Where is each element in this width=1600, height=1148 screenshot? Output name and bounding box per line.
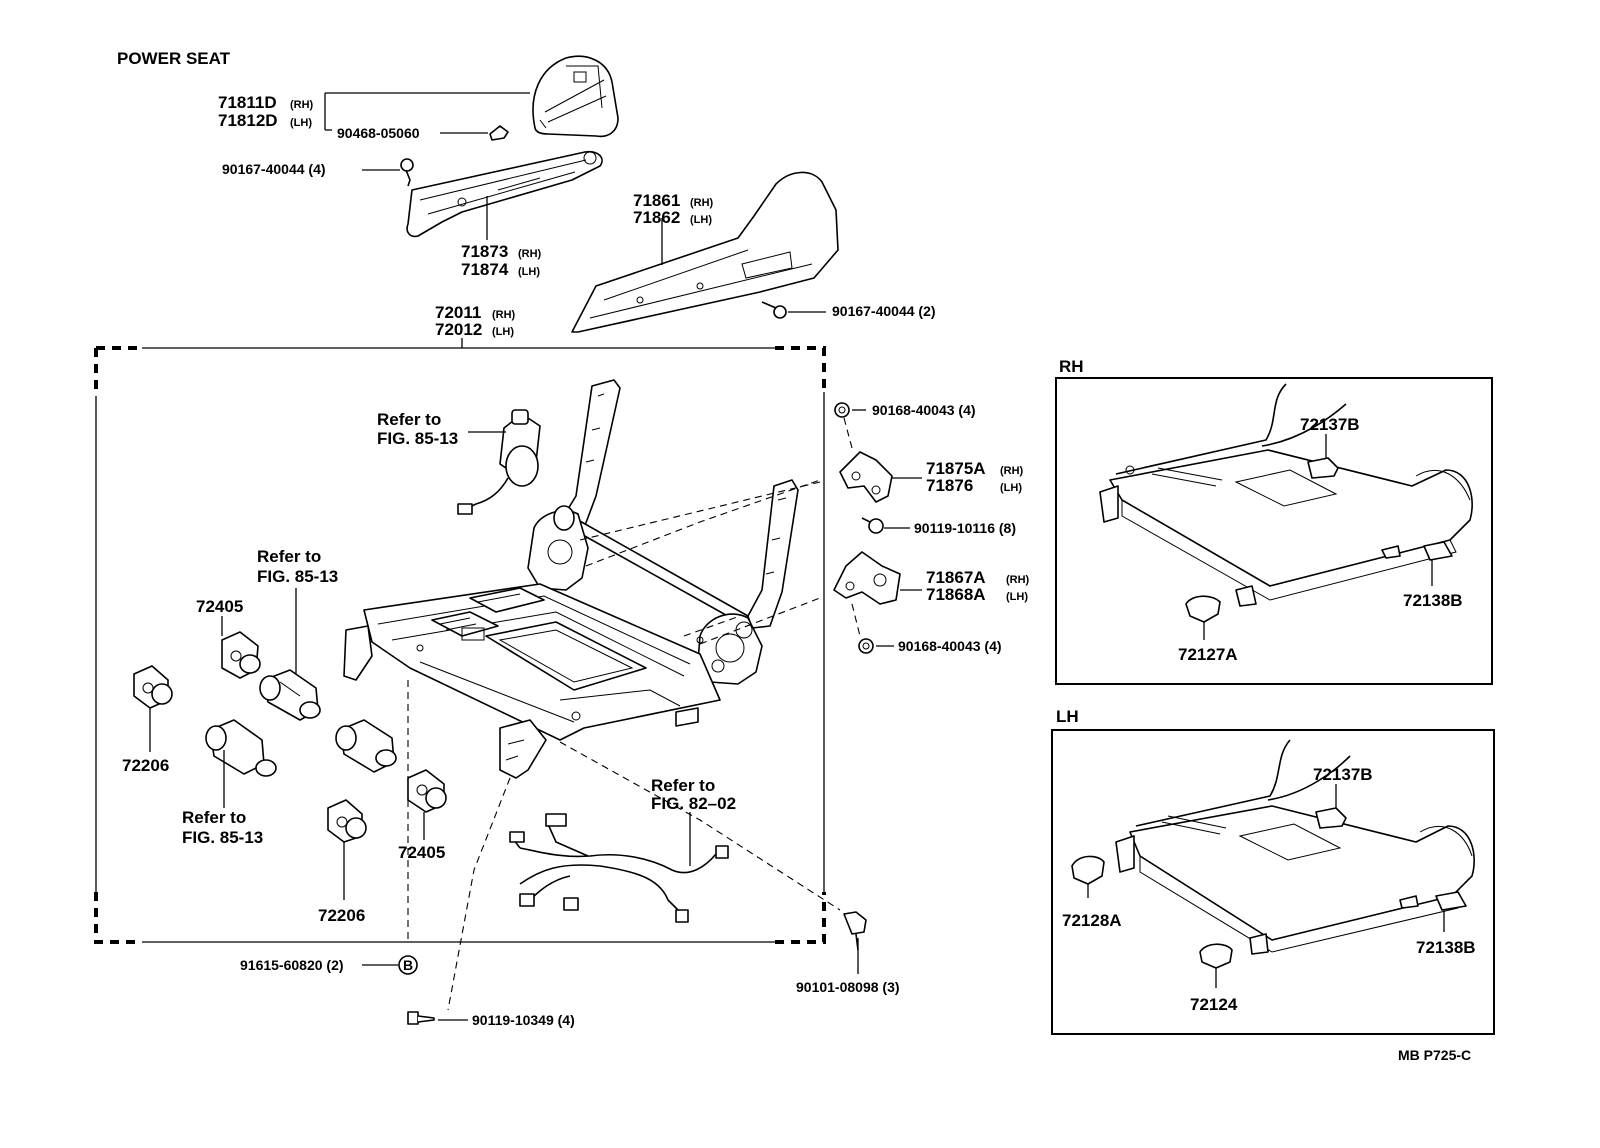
screw-90167-a [400,158,414,187]
refer-text-1a: Refer to [377,410,441,429]
label-90468: 90468-05060 [337,125,420,141]
bolt-90119-b [407,1011,435,1025]
rh-72138b-part [1423,541,1453,561]
rh-label-72137b: 72137B [1300,415,1360,434]
switch-72405-b [407,769,447,813]
lh-72138b-part [1435,891,1467,911]
label-71868a-side: (LH) [1006,591,1028,603]
lh-panel-title: LH [1056,707,1079,726]
label-71873-side: (RH) [518,248,542,260]
lh-72124-part [1199,943,1233,969]
label-71875a: 71875A [926,459,986,478]
lh-label-72128a: 72128A [1062,911,1122,930]
switch-72405-a [221,631,261,679]
motor-part-low [205,719,277,777]
label-71876: 71876 [926,476,973,495]
label-90168a: 90168-40043 (4) [872,402,976,418]
label-71868a: 71868A [926,585,986,604]
lh-label-72137b: 72137B [1313,765,1373,784]
motor-part-top [457,409,541,515]
rh-label-72127a: 72127A [1178,645,1238,664]
refer-text-4b: FIG. 82–02 [651,794,736,813]
bolt-90119-a [861,517,884,534]
refer-text-2b: FIG. 85-13 [257,567,338,586]
outer-shield-part [571,171,839,333]
clip-part [489,125,509,141]
label-71812d: 71812D [218,111,278,130]
diagram-code: MB P725-C [1398,1047,1471,1063]
label-71867a: 71867A [926,568,986,587]
bracket-71875-part [839,451,893,503]
label-71874: 71874 [461,260,509,279]
side-rail-part [406,150,603,238]
circle-b-marker: B [398,955,418,975]
label-90119b: 90119-10349 (4) [472,1012,575,1028]
seat-frame-part [343,379,799,779]
label-72405-b: 72405 [398,843,445,862]
label-71811d-side: (RH) [290,99,314,111]
refer-text-2a: Refer to [257,547,321,566]
label-71862: 71862 [633,208,680,227]
circle-b-letter: B [403,957,413,973]
label-72206-b: 72206 [318,906,365,925]
refer-text-1b: FIG. 85-13 [377,429,458,448]
rh-72137b-part [1307,457,1339,479]
side-cover-part [532,55,619,138]
label-71812d-side: (LH) [290,117,312,129]
label-72012: 72012 [435,320,482,339]
bracket-71867-part [833,551,901,605]
rh-cushion-drawing [1099,383,1473,607]
motor-part-center [335,719,397,773]
switch-72206-a [133,665,173,709]
lh-72128a-part [1071,855,1105,885]
label-72206-a: 72206 [122,756,169,775]
nut-90168-b [858,638,874,654]
label-90119a: 90119-10116 (8) [914,520,1016,536]
wire-harness-part [509,813,729,923]
rh-72127a-part [1185,595,1221,623]
label-72405-a: 72405 [196,597,243,616]
lh-label-72124: 72124 [1190,995,1238,1014]
label-90167b: 90167-40044 (2) [832,303,936,319]
lh-label-72138b: 72138B [1416,938,1476,957]
label-90101: 90101-08098 (3) [796,979,900,995]
frame-assembly-box [94,346,826,944]
refer-text-4a: Refer to [651,776,715,795]
label-71811d: 71811D [218,93,277,112]
label-71873: 71873 [461,242,508,261]
bolt-90101 [843,911,867,951]
refer-text-3a: Refer to [182,808,246,827]
screw-90167-b [761,301,787,319]
label-71867a-side: (RH) [1006,574,1030,586]
label-91615: 91615-60820 (2) [240,957,344,973]
rh-panel [1055,377,1493,685]
label-72011: 72011 [435,303,481,322]
label-71874-side: (LH) [518,266,540,278]
label-71876-side: (LH) [1000,482,1022,494]
lh-72137b-part [1315,807,1347,829]
lh-panel [1051,729,1495,1035]
label-71862-side: (LH) [690,214,712,226]
label-71861-side: (RH) [690,197,714,209]
label-71861: 71861 [633,191,680,210]
label-90167a: 90167-40044 (4) [222,161,326,177]
motor-part-mid [259,669,321,721]
label-90168b: 90168-40043 (4) [898,638,1002,654]
lh-cushion-drawing [1115,739,1475,955]
label-72012-side: (LH) [492,326,514,338]
diagram-title: POWER SEAT [117,49,231,68]
switch-72206-b [327,799,367,843]
label-72011-side: (RH) [492,309,516,321]
rh-label-72138b: 72138B [1403,591,1463,610]
rh-panel-title: RH [1059,357,1084,376]
label-71875a-side: (RH) [1000,465,1024,477]
nut-90168-a [834,402,850,418]
refer-text-3b: FIG. 85-13 [182,828,263,847]
